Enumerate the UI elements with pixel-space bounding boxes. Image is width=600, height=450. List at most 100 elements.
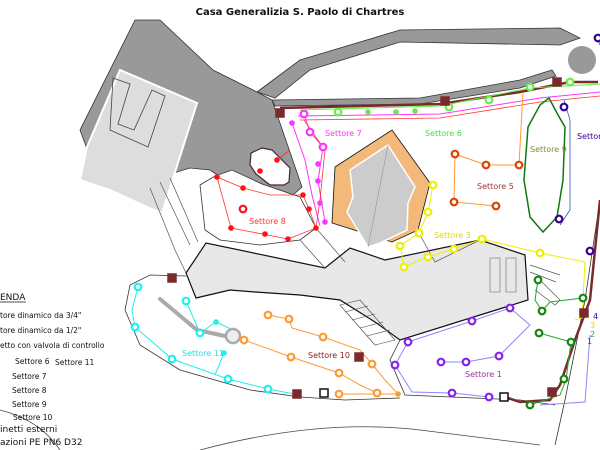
sector1-sprinkler-ring [494, 351, 504, 361]
sector6-sprinkler-dot [365, 109, 371, 115]
sector3-sprinkler-ring [535, 248, 545, 258]
control-valve-icon [319, 388, 329, 398]
legend-settore-9: Settore 9 [12, 400, 47, 409]
external-tap-icon [547, 387, 557, 397]
buildings [0, 19, 600, 450]
sector11-sprinkler-ring [130, 322, 140, 332]
label-line-3: 3 [590, 321, 595, 330]
label-line-4: 4 [593, 312, 598, 321]
legend-settore-7: Settore 7 [12, 372, 47, 381]
sector1-sprinkler-ring [484, 392, 494, 402]
sector2-sprinkler-ring [537, 306, 547, 316]
external-tap-icon [167, 273, 177, 283]
sector10-sprinkler-ring [372, 388, 382, 398]
label-settore-6: Settore 6 [425, 129, 462, 138]
sector1-sprinkler-ring [447, 388, 457, 398]
sector10-sprinkler-ring [263, 310, 273, 320]
sector5-sprinkler-ring [449, 197, 459, 207]
sector7-sprinkler-dot [289, 120, 295, 126]
sector7-sprinkler-ring [318, 142, 328, 152]
sector10-sprinkler-ring [334, 389, 344, 399]
sector7-sprinkler-dot [315, 178, 321, 184]
main-pipe [279, 80, 600, 404]
external-tap-icon [579, 308, 589, 318]
sector8-sprinkler-dot [313, 225, 319, 231]
label-line-2: 2 [590, 330, 595, 339]
sector11-sprinkler-dot [221, 350, 227, 356]
roundabout [568, 46, 596, 74]
legend-external-taps: inetti esterni [0, 425, 57, 435]
sector2-sprinkler-ring [559, 374, 569, 384]
sector6-line [299, 83, 600, 111]
sector6-sprinkler-dot [393, 109, 399, 115]
sector8-sprinkler-dot [306, 206, 312, 212]
sprinklers [130, 33, 600, 410]
sector6-sprinkler-ring [484, 95, 494, 105]
sector8-sprinkler-dot [262, 231, 268, 237]
sector10-sprinkler-ring [284, 314, 294, 324]
label-settore-8: Settore 8 [249, 217, 286, 226]
sector5-sprinkler-ring [481, 160, 491, 170]
legend-heading: ENDA [0, 293, 26, 303]
sector7-sprinkler-dot [317, 200, 323, 206]
sector1-sprinkler-ring [467, 316, 477, 326]
external-tap-icon [440, 96, 450, 106]
sector8-sprinkler-dot [274, 157, 280, 163]
sector7-sprinkler-ring [299, 109, 309, 119]
sector10-sprinkler-dot [395, 391, 401, 397]
legend-settore-10: Settore 10 [13, 413, 53, 422]
middle-building [185, 239, 529, 341]
sector8-sprinkler-dot [240, 185, 246, 191]
sector1-sprinkler-ring [390, 360, 400, 370]
left-building [78, 68, 199, 215]
annex-lines [489, 257, 517, 293]
label-settore-9: Settore 9 [530, 145, 567, 154]
sector11-sprinkler-ring [195, 328, 205, 338]
legend: ENDA tore dinamico da 3/4" tore dinamico… [0, 293, 105, 448]
external-tap-icon [275, 108, 285, 118]
label-settore-4: Settore [577, 132, 600, 141]
plan-title: Casa Generalizia S. Paolo di Chartres [196, 7, 405, 18]
sector3-sprinkler-ring [423, 252, 433, 262]
sector3-sprinkler-ring [395, 241, 405, 251]
sector1-sprinkler-ring [436, 357, 446, 367]
sector2-sprinkler-ring [533, 275, 543, 285]
sector8-sprinkler-dot [228, 225, 234, 231]
legend-item-dynamic-3-4: tore dinamico da 3/4" [0, 311, 81, 320]
upper-road [256, 27, 582, 99]
sector11-sprinkler-ring [167, 354, 177, 364]
sector8-sprinkler-dot [285, 236, 291, 242]
sector3-sprinkler-ring [449, 244, 459, 254]
sector11-sprinkler-ring [263, 384, 273, 394]
sector5-sprinkler-ring [514, 160, 524, 170]
sector4-sprinkler-ring [559, 102, 569, 112]
left-building-inner [109, 77, 166, 148]
sector10-sprinkler-ring [286, 352, 296, 362]
sector2-sprinkler-ring [525, 400, 535, 410]
map-labels: Settore 7 Settore 6 Settore 9 Settore 5 … [182, 129, 600, 379]
sector4-sprinkler-ring [554, 214, 564, 224]
sector8-sprinkler-dot [300, 192, 306, 198]
sector10-sprinkler-ring [334, 368, 344, 378]
sector3-sprinkler-ring [414, 228, 424, 238]
wall-lines [149, 177, 561, 306]
garden-boundary-left [124, 274, 401, 401]
legend-settore-11: Settore 11 [55, 358, 95, 367]
legend-pipe-spec: azioni PE PN6 D32 [0, 438, 82, 448]
sector6-sprinkler-ring [333, 107, 343, 117]
label-settore-1: Settore 1 [465, 370, 502, 379]
sector3-sprinkler-ring [428, 180, 438, 190]
sector5-sprinkler-ring [450, 149, 460, 159]
sector5-sprinkler-ring [491, 201, 501, 211]
label-settore-7: Settore 7 [325, 129, 362, 138]
sector6-sprinkler-dot [412, 108, 418, 114]
sector6-sprinkler-ring [525, 82, 535, 92]
sector10-sprinkler-ring [367, 359, 377, 369]
lower-road [271, 69, 557, 107]
sector2-sprinkler-ring [534, 328, 544, 338]
sector1-sprinkler-ring [403, 337, 413, 347]
sector11-line [131, 286, 301, 396]
sector10-sprinkler-ring [239, 335, 249, 345]
